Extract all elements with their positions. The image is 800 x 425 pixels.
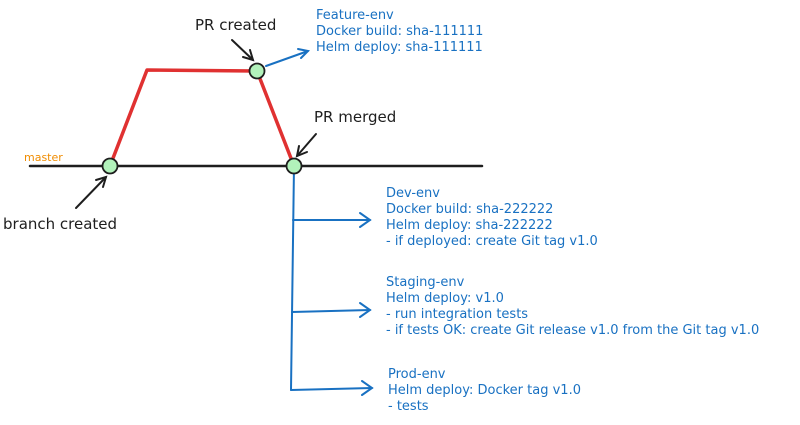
deploy-trunk-line (290, 165, 295, 391)
dev-env-block: Dev-env Docker build: sha-222222 Helm de… (386, 186, 598, 250)
prod-env-title: Prod-env (388, 367, 446, 382)
branch-created-node (101, 157, 119, 175)
pr-created-node (248, 62, 266, 80)
pr-merged-pointer (295, 133, 317, 158)
dev-env-line: - if deployed: create Git tag v1.0 (386, 234, 598, 249)
pr-merged-node (285, 157, 303, 175)
pr-created-label: PR created (195, 16, 277, 34)
dev-env-line: Docker build: sha-222222 (386, 202, 554, 217)
staging-env-line: Helm deploy: v1.0 (386, 291, 504, 306)
feature-env-arrow (265, 48, 311, 67)
feature-env-block: Feature-env Docker build: sha-111111 Hel… (316, 8, 483, 56)
pr-created-pointer (231, 39, 255, 62)
staging-env-line: - if tests OK: create Git release v1.0 f… (386, 323, 760, 338)
branch-name-label: master (24, 151, 63, 164)
prod-env-line: - tests (388, 399, 429, 414)
dev-env-line: Helm deploy: sha-222222 (386, 218, 553, 233)
staging-env-title: Staging-env (386, 275, 465, 290)
dev-env-title: Dev-env (386, 186, 440, 201)
feature-env-line: Docker build: sha-111111 (316, 24, 484, 39)
staging-env-arrow (291, 302, 372, 318)
prod-env-line: Helm deploy: Docker tag v1.0 (388, 383, 581, 398)
branch-created-label: branch created (3, 215, 118, 233)
feature-env-line: Helm deploy: sha-111111 (316, 40, 483, 55)
feature-env-title: Feature-env (316, 8, 394, 23)
dev-env-arrow (292, 212, 372, 228)
feature-branch-line (108, 68, 296, 168)
branch-created-pointer (75, 175, 108, 209)
staging-env-block: Staging-env Helm deploy: v1.0 - run inte… (386, 275, 759, 339)
staging-env-line: - run integration tests (386, 307, 529, 322)
prod-env-arrow (290, 380, 374, 396)
prod-env-block: Prod-env Helm deploy: Docker tag v1.0 - … (388, 367, 581, 415)
pr-merged-label: PR merged (314, 108, 397, 126)
